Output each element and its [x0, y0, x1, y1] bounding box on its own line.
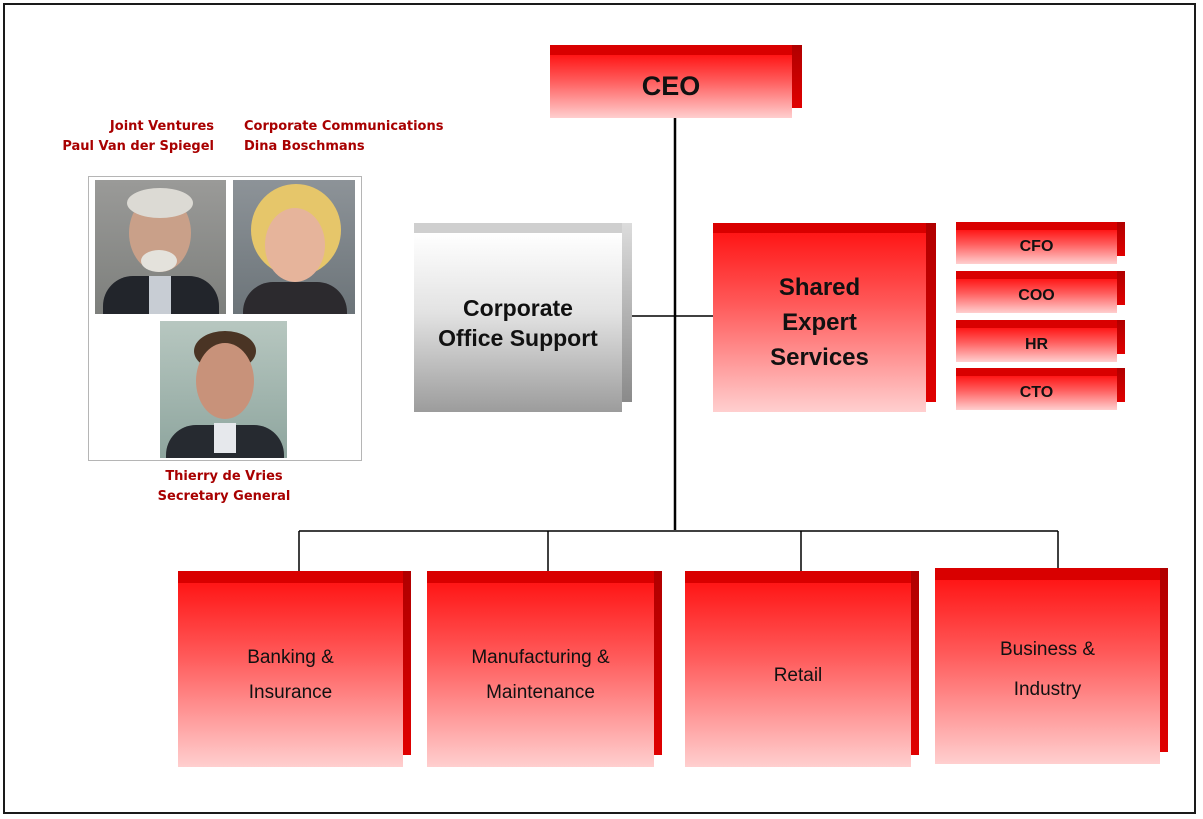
caption-corporate-communications-title: Corporate Communications	[244, 119, 444, 134]
division-label-banking-line2: Insurance	[248, 682, 333, 703]
division-label-banking-line1: Banking &	[247, 647, 334, 668]
caption-corporate-communications: Corporate Communications Dina Boschmans	[244, 117, 484, 157]
division-box-manufacturing: Manufacturing & Maintenance	[427, 571, 662, 767]
corporate-office-support-box: Corporate Office Support	[414, 223, 632, 412]
division-label-manufacturing-line2: Maintenance	[486, 682, 595, 703]
role-box-cto: CTO	[956, 368, 1125, 410]
corporate-office-support-line2: Office Support	[438, 324, 598, 351]
division-label-business-line2: Industry	[1013, 679, 1082, 700]
role-box-hr: HR	[956, 320, 1125, 362]
division-box-banking: Banking & Insurance	[178, 571, 411, 767]
shared-expert-services-line1: Shared	[778, 274, 861, 301]
shared-expert-services-line3: Services	[770, 344, 869, 371]
portrait-thierry-de-vries	[160, 321, 287, 458]
ceo-label: CEO	[550, 55, 792, 118]
shared-expert-services-box: Shared Expert Services	[713, 223, 936, 412]
caption-secretary-general: Thierry de Vries Secretary General	[124, 467, 324, 507]
role-label-cto: CTO	[956, 376, 1117, 410]
division-label-retail-line1: Retail	[773, 664, 823, 686]
role-label-coo: COO	[956, 279, 1117, 313]
ceo-box: CEO	[550, 45, 802, 118]
division-label-manufacturing-line1: Manufacturing &	[471, 647, 610, 668]
shared-expert-services-line2: Expert	[782, 309, 857, 336]
role-label-cfo: CFO	[956, 230, 1117, 264]
role-label-hr: HR	[956, 328, 1117, 362]
caption-corporate-communications-name: Dina Boschmans	[244, 139, 365, 154]
caption-joint-ventures: Joint Ventures Paul Van der Spiegel	[30, 117, 214, 157]
diagram-frame	[3, 3, 1196, 814]
portrait-paul-van-der-spiegel	[95, 180, 226, 314]
division-box-retail: Retail	[685, 571, 919, 767]
corporate-office-support-line1: Corporate	[463, 294, 573, 321]
role-box-coo: COO	[956, 271, 1125, 313]
photo-panel	[88, 176, 362, 461]
caption-joint-ventures-title: Joint Ventures	[109, 119, 214, 134]
role-box-cfo: CFO	[956, 222, 1125, 264]
caption-secretary-general-name: Thierry de Vries	[165, 469, 283, 484]
division-label-business-line1: Business &	[999, 639, 1096, 660]
caption-joint-ventures-name: Paul Van der Spiegel	[62, 139, 214, 154]
caption-secretary-general-title: Secretary General	[157, 489, 291, 504]
division-box-business: Business & Industry	[935, 568, 1168, 764]
portrait-dina-boschmans	[233, 180, 355, 314]
